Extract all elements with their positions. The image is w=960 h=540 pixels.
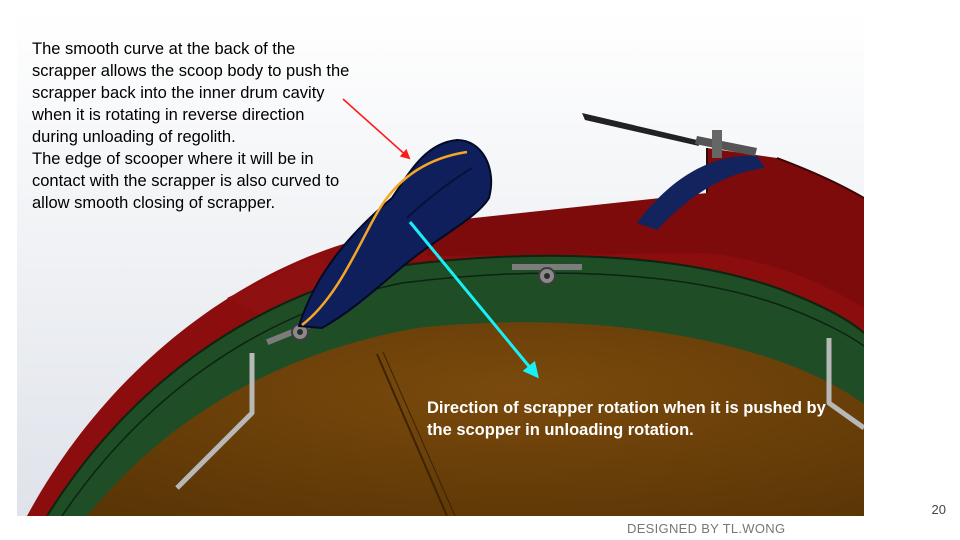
scrapper-body: [297, 138, 493, 330]
drum-spike: [582, 113, 757, 158]
cad-render-image: [17, 8, 864, 516]
curve-highlight-line: [301, 150, 468, 326]
drum-clip-left: [175, 353, 255, 490]
cyan-direction-arrow: [408, 221, 539, 379]
footer-credit: DESIGNED BY TL.WONG: [627, 521, 786, 536]
scooper-background: [637, 155, 765, 230]
drum-cad-illustration: [17, 8, 864, 516]
drum-red-flap: [227, 256, 347, 318]
page-number: 20: [931, 502, 946, 517]
callout-curve-explanation: The smooth curve at the back of the scra…: [32, 40, 350, 212]
drum-interior: [87, 322, 864, 516]
hinge-pin-center: [512, 264, 582, 285]
callout-rotation-direction: Direction of scrapper rotation when it i…: [427, 399, 826, 439]
drum-clip-right: [826, 338, 864, 431]
red-annotation-arrow: [342, 98, 411, 160]
